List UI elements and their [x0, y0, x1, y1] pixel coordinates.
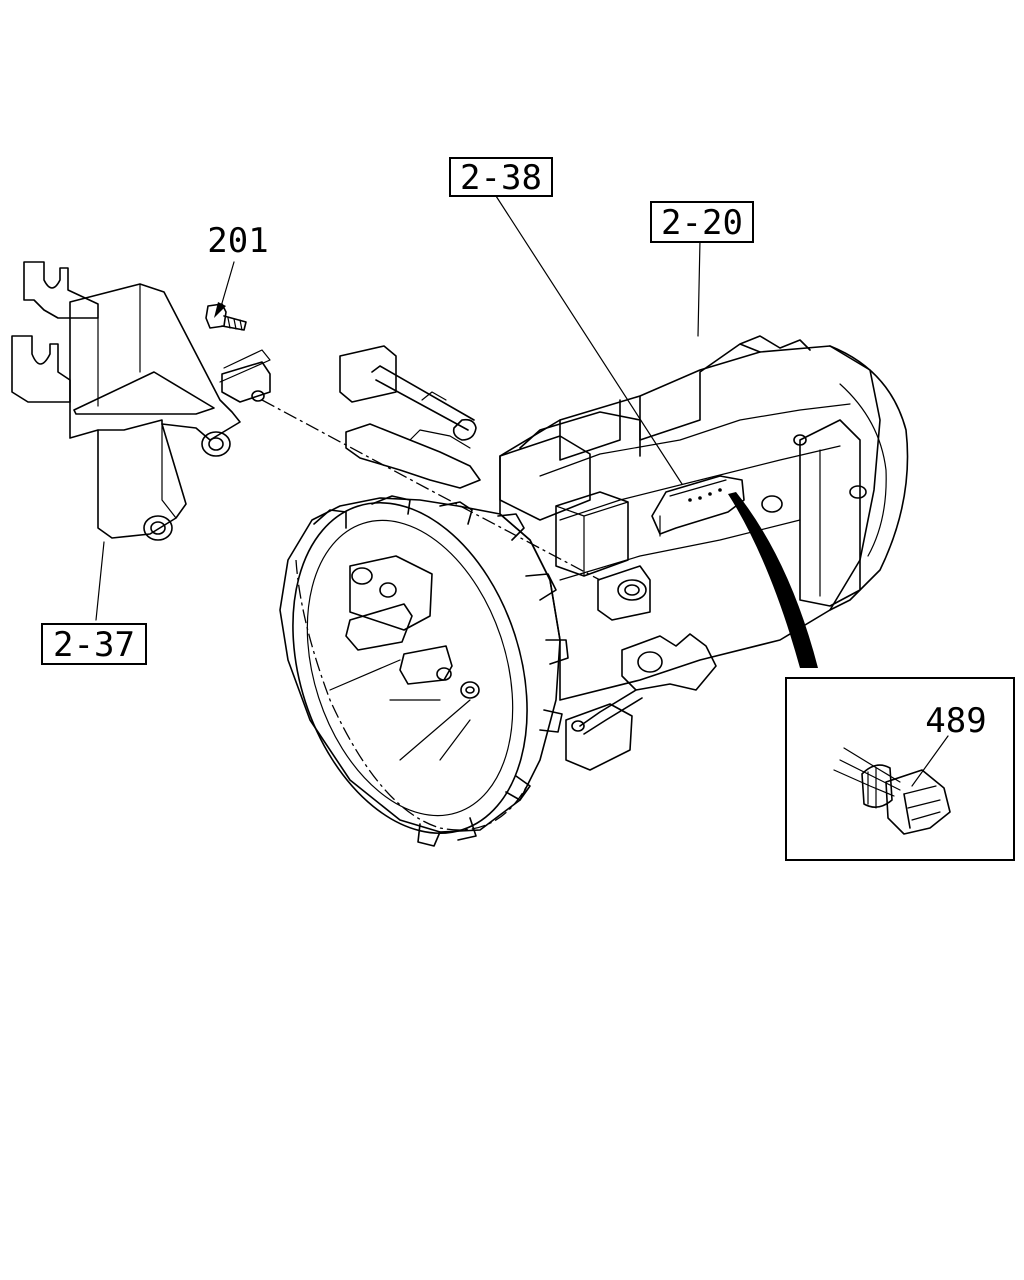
leader-2-37 — [95, 541, 105, 621]
leader-2-20 — [697, 239, 701, 337]
svg-text:2-20: 2-20 — [661, 203, 743, 243]
harness-leader — [728, 492, 818, 668]
label-2-38: 2-38 — [449, 157, 553, 198]
label-2-20: 2-20 — [650, 201, 754, 243]
svg-text:489: 489 — [925, 701, 986, 741]
label-2-37: 2-37 — [41, 623, 147, 665]
leader-489 — [911, 735, 949, 787]
label-201: 201 — [207, 221, 268, 261]
bolt-201 — [205, 303, 247, 331]
svg-text:201: 201 — [207, 221, 268, 261]
svg-text:2-37: 2-37 — [53, 625, 135, 665]
mounting-bracket — [11, 261, 271, 541]
leader-2-38 — [495, 195, 683, 485]
connector-inset — [785, 677, 1015, 861]
leader-201 — [219, 261, 235, 311]
transmission-assembly — [279, 335, 909, 847]
label-489: 489 — [925, 701, 986, 741]
svg-text:2-38: 2-38 — [460, 158, 542, 198]
